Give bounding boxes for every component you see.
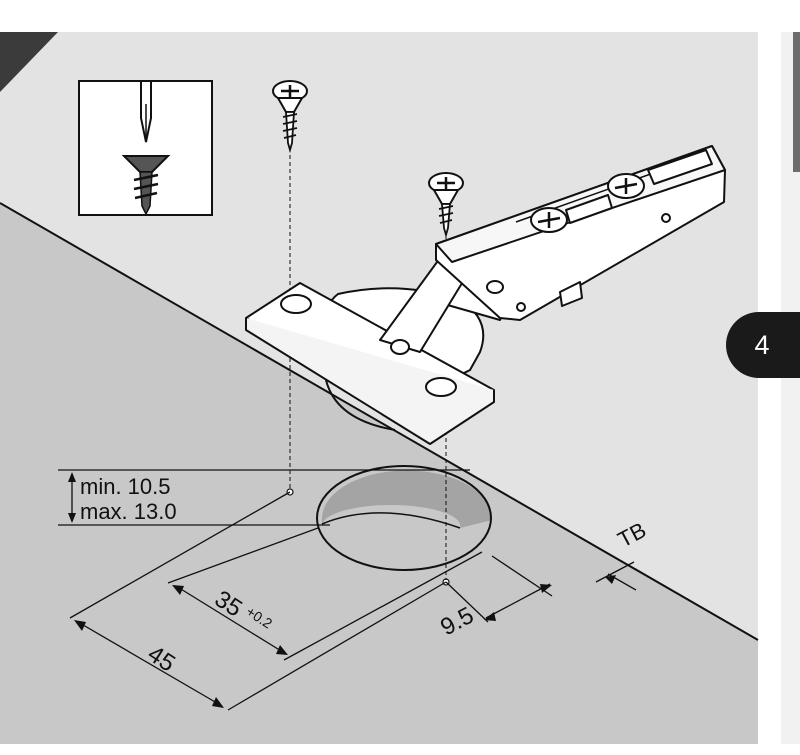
screw-icon xyxy=(272,80,308,154)
depth-max-label: max. 13.0 xyxy=(80,499,177,524)
door-edge-line xyxy=(0,202,759,641)
step-number-badge: 4 xyxy=(726,312,800,378)
side-strip-accent xyxy=(793,32,800,172)
depth-dimension xyxy=(58,469,470,526)
cup-bore-outline xyxy=(316,465,492,571)
screw-icon xyxy=(428,172,464,239)
hinge-icon xyxy=(245,145,726,445)
depth-min-label: min. 10.5 xyxy=(80,474,171,499)
cup-bore xyxy=(322,470,493,528)
side-strip xyxy=(781,32,800,744)
corner-marker xyxy=(0,32,58,92)
screwdriver-screw-icon xyxy=(78,80,213,216)
step-number: 4 xyxy=(754,329,770,360)
plan-dimension-lines xyxy=(69,491,637,711)
dimension-arrows xyxy=(74,575,616,708)
cup-bore-inner-edge xyxy=(321,512,461,529)
